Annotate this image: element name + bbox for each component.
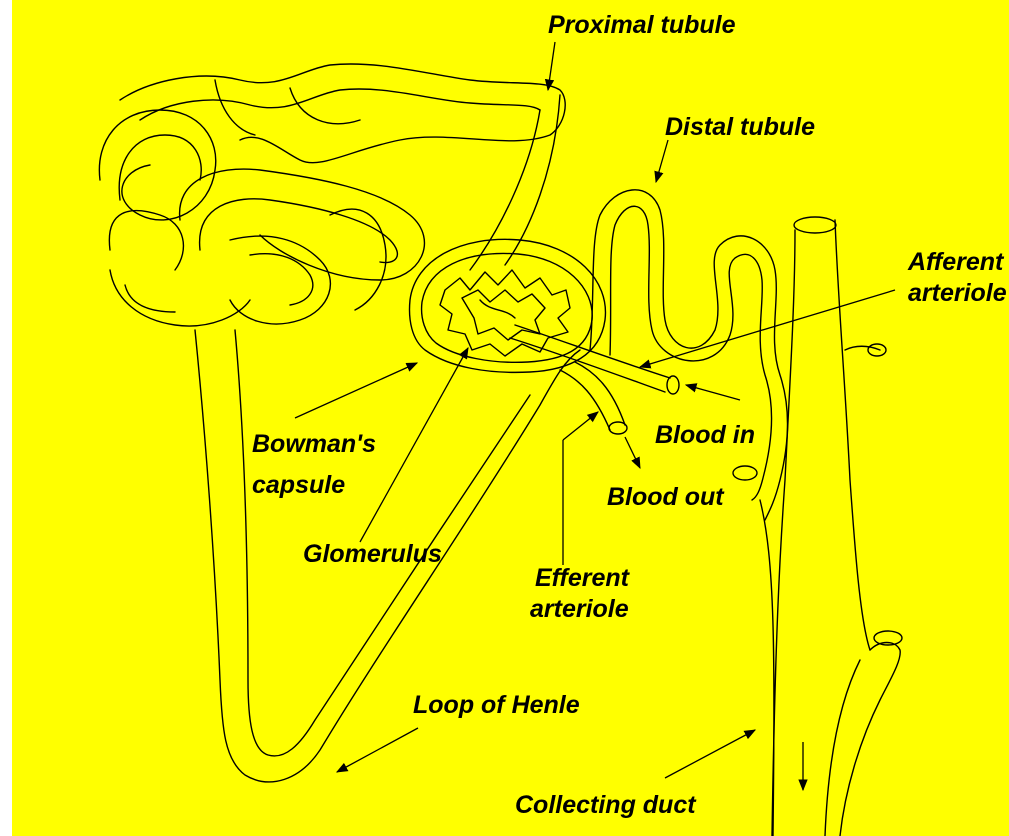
- label-afferent-line2: arteriole: [908, 279, 1007, 307]
- label-collecting-duct: Collecting duct: [515, 791, 697, 819]
- label-efferent-line2: arteriole: [530, 595, 629, 623]
- label-bowmans-line1: Bowman's: [252, 430, 376, 458]
- label-distal-tubule: Distal tubule: [665, 113, 815, 141]
- label-glomerulus: Glomerulus: [303, 540, 442, 568]
- label-blood-in: Blood in: [655, 421, 755, 449]
- label-afferent-line1: Afferent: [907, 248, 1005, 276]
- label-efferent-line1: Efferent: [535, 564, 631, 592]
- label-loop-of-henle: Loop of Henle: [413, 691, 580, 719]
- label-bowmans-line2: capsule: [252, 471, 345, 499]
- label-blood-out: Blood out: [607, 483, 725, 511]
- label-proximal-tubule: Proximal tubule: [548, 11, 736, 39]
